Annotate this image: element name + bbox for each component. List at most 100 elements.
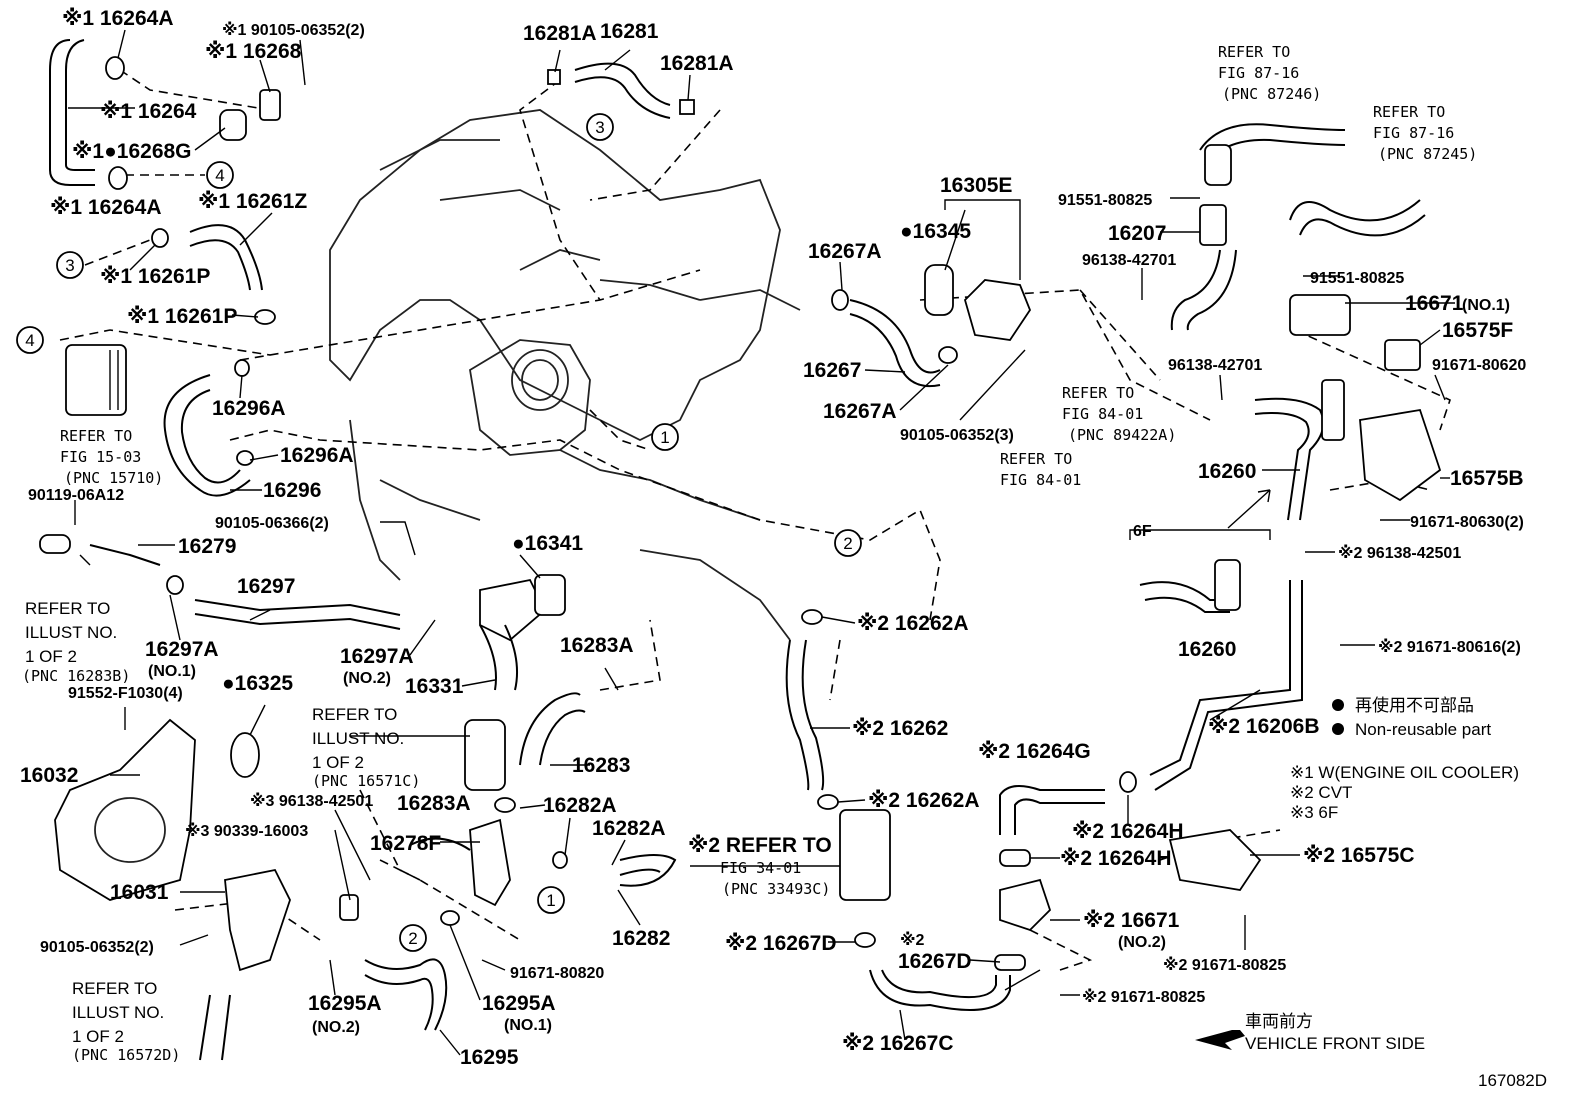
callout-label: 16575F	[1442, 319, 1513, 342]
svg-text:3: 3	[595, 118, 604, 137]
leader-lines	[68, 29, 1455, 1056]
callout-label: ※1 16264A	[62, 7, 174, 30]
callout-label: 16575B	[1450, 467, 1524, 490]
front-en: VEHICLE FRONT SIDE	[1245, 1034, 1425, 1053]
svg-text:ILLUST NO.: ILLUST NO.	[72, 1003, 164, 1022]
legend-note: ※1 W(ENGINE OIL COOLER)	[1290, 763, 1519, 782]
legend-note: ※2 CVT	[1290, 783, 1352, 802]
ref-circle: 2	[834, 529, 862, 557]
svg-text:1 OF 2: 1 OF 2	[72, 1027, 124, 1046]
refer-block: REFER TO ILLUST NO. 1 OF 2 (PNC 16283B)	[22, 599, 130, 685]
callout-label: 90119-06A12	[28, 487, 124, 504]
refer-block: REFER TO FIG 84-01 (PNC 89422A)	[1062, 384, 1176, 444]
callout-label: 90105-06352(2)	[40, 939, 154, 956]
ref-circle: 4	[16, 326, 44, 354]
callout-label: 16282	[612, 927, 670, 950]
callout-sublabel: (NO.2)	[312, 1019, 360, 1036]
callout-label: ※2 16267C	[842, 1032, 954, 1055]
callout-label: 16267A	[808, 240, 882, 263]
engine-outline	[329, 109, 801, 641]
callout-label: ※2 16262A	[857, 612, 969, 635]
callout-sublabel: (NO.2)	[343, 670, 391, 687]
svg-text:FIG 15-03: FIG 15-03	[60, 448, 141, 466]
nonreusable-dot-icon	[1332, 699, 1344, 711]
svg-text:ILLUST NO.: ILLUST NO.	[25, 623, 117, 642]
direction-arrow-icon	[1227, 489, 1271, 529]
svg-text:REFER TO: REFER TO	[312, 705, 397, 724]
callout-label: 16031	[110, 881, 169, 904]
callout-label: 16267D	[898, 950, 972, 973]
callout-label: 16305E	[940, 174, 1012, 197]
callout-label: 91551-80825	[1310, 270, 1404, 287]
callout-sublabel: (NO.1)	[504, 1017, 552, 1034]
ref-circle: 3	[56, 251, 84, 279]
svg-text:(PNC 16572D): (PNC 16572D)	[72, 1046, 180, 1064]
callout-label: ※1 16264	[100, 100, 197, 123]
svg-text:1 OF 2: 1 OF 2	[25, 647, 77, 666]
svg-text:(PNC 16283B): (PNC 16283B)	[22, 667, 130, 685]
callout-label: ※2 16262A	[868, 789, 980, 812]
plate-icon	[259, 89, 281, 121]
callout-label: 16282A	[543, 794, 617, 817]
callout-label: ※2 16575C	[1303, 844, 1415, 867]
callout-label: ※2 91671-80616(2)	[1378, 638, 1521, 656]
svg-text:1 OF 2: 1 OF 2	[312, 753, 364, 772]
callout-label: 90105-06352(3)	[900, 427, 1014, 444]
callout-label: 16281A	[523, 22, 597, 45]
callout-label: 90105-06366(2)	[215, 515, 329, 532]
callout-label: 16207	[1108, 222, 1166, 245]
svg-text:※2 REFER TO: ※2 REFER TO	[688, 834, 832, 857]
ref-circle: 2	[399, 924, 427, 952]
svg-text:FIG 87-16: FIG 87-16	[1218, 64, 1299, 82]
ref-circle: 1	[651, 423, 679, 451]
callout-label: 91671-80620	[1432, 357, 1526, 374]
callout-label: 16281A	[660, 52, 734, 75]
svg-text:2: 2	[408, 929, 417, 948]
svg-text:(PNC 16571C): (PNC 16571C)	[312, 772, 420, 790]
svg-text:1: 1	[660, 428, 669, 447]
svg-text:FIG 84-01: FIG 84-01	[1000, 471, 1081, 489]
callout-label: 16260	[1178, 638, 1236, 661]
callout-label: ●16345	[900, 220, 971, 243]
legend-note: ※3 6F	[1290, 803, 1338, 822]
nonreusable-dot-icon	[1332, 723, 1344, 735]
callout-label: 16267	[803, 359, 861, 382]
callout-label: ※2 16262	[852, 717, 948, 740]
callout-sublabel: (NO.1)	[148, 663, 196, 680]
callout-label: 16283A	[397, 792, 471, 815]
callout-label: 16295A	[308, 992, 382, 1015]
callout-label: ※2	[900, 931, 925, 949]
callout-label: 16296	[263, 479, 321, 502]
svg-text:3: 3	[65, 256, 74, 275]
svg-text:(PNC 87246): (PNC 87246)	[1222, 85, 1321, 103]
legend-en: Non-reusable part	[1355, 720, 1491, 739]
svg-text:FIG 34-01: FIG 34-01	[720, 859, 801, 877]
callout-label: ※2 16671	[1083, 909, 1180, 932]
ref-circles: 4 3 4 3 1 2 2 1	[16, 113, 862, 952]
callout-label: 16281	[600, 20, 659, 43]
callout-label: ※2 16267D	[725, 932, 837, 955]
front-indicator: 車両前方 VEHICLE FRONT SIDE	[1195, 489, 1425, 1053]
ref-circle: 3	[586, 113, 614, 141]
callout-label: 16295	[460, 1046, 519, 1069]
callout-label: ※2 16264G	[978, 740, 1091, 763]
svg-text:REFER TO: REFER TO	[1218, 43, 1290, 61]
callout-label: 16297A	[340, 645, 414, 668]
callout-label: 16283A	[560, 634, 634, 657]
callout-label: 16260	[1198, 460, 1256, 483]
svg-text:1: 1	[546, 891, 555, 910]
svg-text:4: 4	[215, 166, 224, 185]
refer-block: ※2 REFER TO FIG 34-01 (PNC 33493C)	[688, 834, 832, 898]
svg-text:FIG 84-01: FIG 84-01	[1062, 405, 1143, 423]
svg-text:ILLUST NO.: ILLUST NO.	[312, 729, 404, 748]
ref-circle: 1	[537, 886, 565, 914]
callout-label: 16296A	[280, 444, 354, 467]
gasket-icon	[219, 109, 247, 141]
callout-label: 91671-80820	[510, 965, 604, 982]
callout-label: ※1 16261P	[100, 265, 210, 288]
callouts: ※1 16264A ※1 90105-06352(2) ※1 16268 ※1 …	[20, 7, 1526, 1069]
refer-block: REFER TO FIG 15-03 (PNC 15710)	[60, 427, 163, 487]
callout-label: ※2 96138-42501	[1338, 544, 1461, 562]
